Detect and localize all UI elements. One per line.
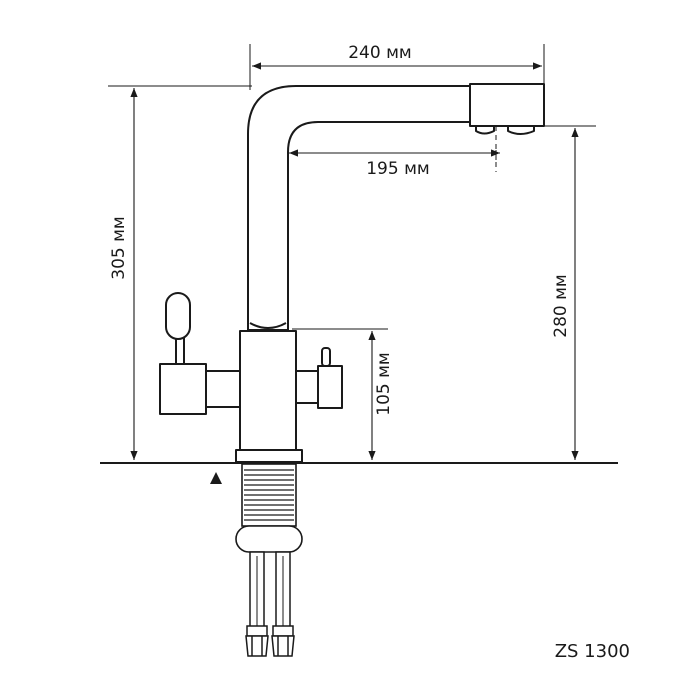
dim-label-305: 305 мм	[109, 216, 129, 280]
main-body	[239, 330, 297, 451]
right-handle	[321, 347, 331, 367]
mounting-nut	[235, 525, 303, 553]
left-handle-connector	[205, 370, 241, 408]
spout-collar	[249, 322, 287, 329]
right-filter-knob	[317, 365, 343, 409]
countertop-marker	[210, 472, 222, 484]
dim-label-195: 195 мм	[366, 159, 430, 179]
right-filter-housing	[295, 370, 319, 404]
left-lever	[165, 292, 191, 340]
dim-label-105: 105 мм	[374, 352, 394, 416]
supply-hoses	[245, 551, 295, 657]
left-handle-housing	[159, 363, 207, 415]
spout-aerators	[475, 126, 535, 135]
spout-tube	[247, 85, 471, 331]
threaded-shank	[235, 463, 303, 553]
model-label: ZS 1300	[555, 641, 630, 662]
dimension-lines	[130, 62, 579, 460]
base-plate	[235, 449, 303, 463]
faucet	[159, 83, 545, 463]
spout-head	[469, 83, 545, 127]
dim-label-280: 280 мм	[551, 274, 571, 338]
dim-label-240: 240 мм	[348, 43, 412, 63]
